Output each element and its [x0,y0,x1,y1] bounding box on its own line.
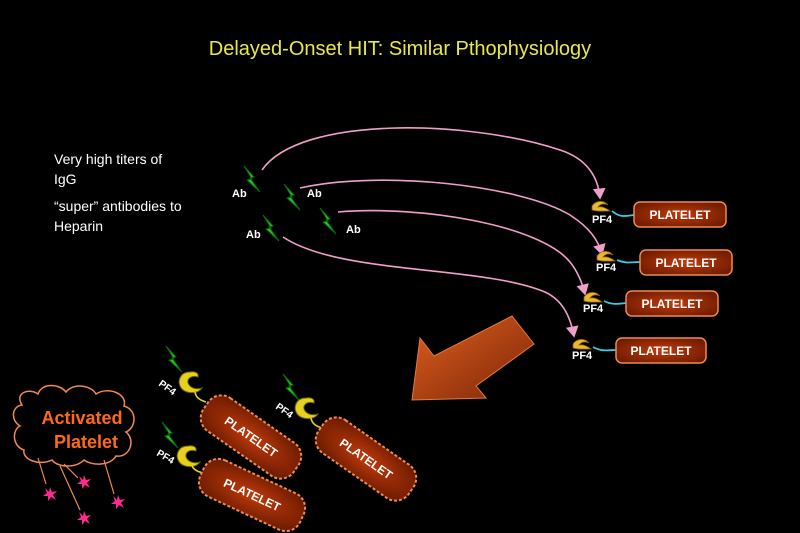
platelet-box [197,457,307,533]
binding-arrow-1 [261,127,606,200]
granule-starburst-icon [77,475,91,489]
platelet-label: PLATELET [641,297,703,311]
pf4-protein-icon [596,250,616,262]
pf4-protein-icon [583,291,603,303]
antibody-label: Ab [307,188,322,200]
binding-arrow-3 [337,209,589,296]
release-arrow [59,465,81,511]
pf4-connector [310,417,323,429]
description-line-3: “super” antibodies to [54,198,182,214]
antibody-bolt-icon [262,214,280,242]
platelet-unit-4: PF4 PLATELET [572,337,707,364]
pf4-label: PF4 [596,262,617,274]
antibody-label: Ab [346,224,361,236]
bound-platelet-2: PF4 PLATELET [273,373,418,502]
release-arrow [37,457,47,485]
activated-platelet: Activated Platelet [12,384,135,525]
release-arrow [63,463,79,479]
granule-starburst-icon [43,487,57,501]
platelet-label: PLATELET [649,208,711,222]
pf4-label: PF4 [592,214,613,226]
platelet-unit-2: PF4 PLATELET [596,249,733,276]
pf4-label: PF4 [273,401,295,421]
antibody-bolt-icon [282,373,300,401]
activated-platelet-outline [12,384,135,467]
platelet-box [199,394,303,480]
description-line-1: Very high titers of [54,151,163,167]
binding-arrow-2 [299,179,606,256]
antibody-2: Ab [283,183,322,211]
granule-starburst-icon [111,495,125,509]
pf4-protein-icon [572,338,592,350]
pf4-label: PF4 [572,350,593,362]
pf4-connector [603,300,627,305]
antibody-label: Ab [246,229,261,241]
binding-arrow-4 [282,236,579,338]
pf4-label: PF4 [155,448,177,467]
activated-label-line-2: Platelet [54,432,118,452]
release-arrow [103,459,115,495]
pf4-connector [194,391,207,403]
pf4-protein-icon [294,397,319,420]
platelet-unit-1: PF4 PLATELET [591,200,727,228]
pf4-connector [616,259,641,264]
platelet-box [625,290,719,317]
platelet-label: PLATELET [630,344,692,358]
slide-title: Delayed-Onset HIT: Similar Pthophysiolog… [208,38,592,60]
activated-label-line-1: Activated [41,408,122,428]
granule-starburst-icon [77,511,91,525]
pf4-connector [592,346,617,352]
pf4-label: PF4 [156,378,178,398]
platelet-label: PLATELET [655,256,717,270]
antibody-1: Ab [232,165,261,200]
platelet-unit-3: PF4 PLATELET [583,290,719,317]
antibody-3: Ab [319,207,361,236]
down-left-arrow-icon [411,315,535,401]
pf4-label: PF4 [583,303,604,315]
antibody-bolt-icon [165,345,183,373]
antibody-4: Ab [246,214,280,242]
antibody-bolt-icon [283,183,301,211]
pf4-protein-icon [178,371,203,394]
pf4-connector [611,210,635,217]
platelet-box [314,416,418,502]
platelet-box [639,249,733,276]
antibody-label: Ab [232,188,247,200]
antibody-bolt-icon [319,207,337,235]
description-line-2: IgG [54,171,77,187]
antibody-bolt-icon [161,421,179,449]
platelet-box [633,201,727,228]
pf4-protein-icon [176,445,201,468]
platelet-box [615,337,707,364]
pf4-protein-icon [591,200,611,212]
description-line-4: Heparin [54,218,104,234]
